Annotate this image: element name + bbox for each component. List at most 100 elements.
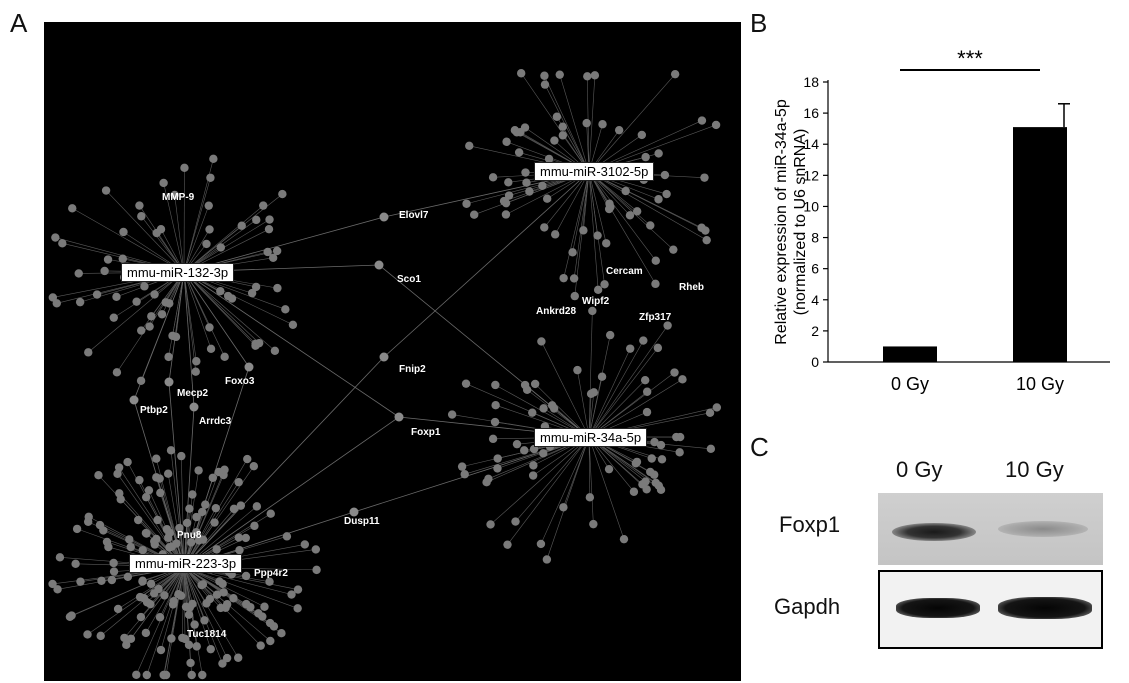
network-node	[216, 286, 225, 296]
network-node	[206, 644, 215, 654]
network-node	[112, 292, 121, 302]
network-node	[156, 488, 165, 498]
network-node	[646, 221, 655, 230]
gene-label-foxo3: Foxo3	[225, 376, 255, 387]
network-node	[522, 178, 531, 187]
network-edge	[563, 436, 590, 508]
network-node	[251, 339, 260, 348]
network-edge	[183, 271, 225, 357]
network-edge	[183, 271, 212, 349]
network-edge	[165, 566, 185, 676]
network-node	[249, 461, 259, 471]
network-node	[175, 523, 184, 533]
network-node	[502, 137, 511, 146]
y-tick-label: 2	[811, 323, 819, 339]
network-node	[167, 634, 176, 643]
network-node	[528, 408, 537, 417]
network-node	[166, 446, 176, 455]
network-node	[104, 542, 113, 552]
y-tick-label: 0	[811, 354, 819, 370]
network-node	[559, 273, 568, 283]
network-node	[205, 225, 214, 234]
network-node	[503, 540, 512, 549]
network-node	[465, 141, 474, 151]
network-edge	[588, 171, 674, 250]
network-node	[488, 173, 498, 182]
network-node	[629, 487, 639, 496]
network-node	[651, 279, 660, 289]
bar	[883, 346, 937, 362]
network-node	[528, 471, 538, 480]
network-node	[582, 118, 591, 128]
network-node	[539, 404, 548, 413]
network-node	[138, 545, 147, 555]
hub-mir-132-3p: mmu-miR-132-3p	[121, 263, 235, 282]
network-edge	[183, 356, 385, 568]
network-node	[164, 352, 173, 362]
network-node	[119, 227, 128, 237]
network-node	[312, 565, 321, 575]
band-foxp1-10gy	[998, 521, 1088, 537]
network-node	[164, 377, 174, 387]
blot-gapdh	[878, 570, 1103, 649]
network-node	[637, 130, 647, 140]
network-node	[152, 454, 161, 463]
network-node	[542, 555, 552, 564]
network-edge	[588, 372, 675, 438]
gene-label-fnip2: Fnip2	[399, 364, 426, 375]
network-node	[569, 274, 579, 283]
y-tick-label: 12	[803, 167, 819, 183]
network-edge	[183, 470, 199, 568]
network-node	[209, 154, 218, 164]
network-node	[641, 152, 650, 162]
network-nodes	[48, 69, 722, 680]
network-node	[585, 493, 595, 502]
network-node	[136, 612, 146, 622]
band-foxp1-0gy	[892, 523, 976, 541]
network-node	[126, 634, 136, 643]
network-node	[156, 645, 166, 655]
network-edge	[588, 171, 598, 236]
network-node	[273, 283, 282, 293]
network-node	[194, 466, 203, 475]
y-tick-label: 8	[811, 230, 819, 246]
network-node	[705, 408, 715, 418]
network-node	[539, 449, 548, 458]
network-node	[702, 235, 711, 245]
network-node	[268, 253, 278, 263]
network-node	[192, 642, 201, 651]
network-node	[251, 282, 261, 292]
network-node	[174, 590, 183, 599]
network-node	[559, 503, 568, 512]
network-edge	[117, 473, 185, 568]
gene-label-tuc1814: Tuc1814	[187, 629, 227, 640]
network-node	[135, 475, 144, 485]
network-node	[142, 670, 152, 680]
network-node	[558, 122, 567, 131]
network-edge	[183, 458, 248, 568]
network-node	[168, 331, 177, 340]
gene-label-ptbp2: Ptbp2	[140, 405, 168, 416]
network-node	[597, 372, 607, 381]
network-node	[675, 448, 684, 457]
network-node	[588, 306, 597, 316]
network-edge	[546, 436, 590, 560]
network-node	[512, 439, 522, 449]
panel-label-a: A	[10, 8, 28, 38]
network-node	[653, 343, 663, 353]
network-node	[198, 580, 208, 589]
network-node	[258, 612, 267, 621]
network-node	[272, 246, 282, 256]
network-node	[115, 489, 124, 498]
network-node	[270, 346, 280, 356]
network-edge	[588, 310, 593, 438]
network-edge	[105, 190, 185, 273]
gene-label-foxp1: Foxp1	[411, 427, 441, 438]
network-node	[55, 553, 65, 562]
network-node	[639, 336, 648, 345]
network-node	[287, 590, 296, 599]
network-node	[460, 470, 469, 479]
network-node	[107, 575, 117, 585]
network-node	[642, 407, 652, 417]
network-node	[549, 404, 559, 413]
